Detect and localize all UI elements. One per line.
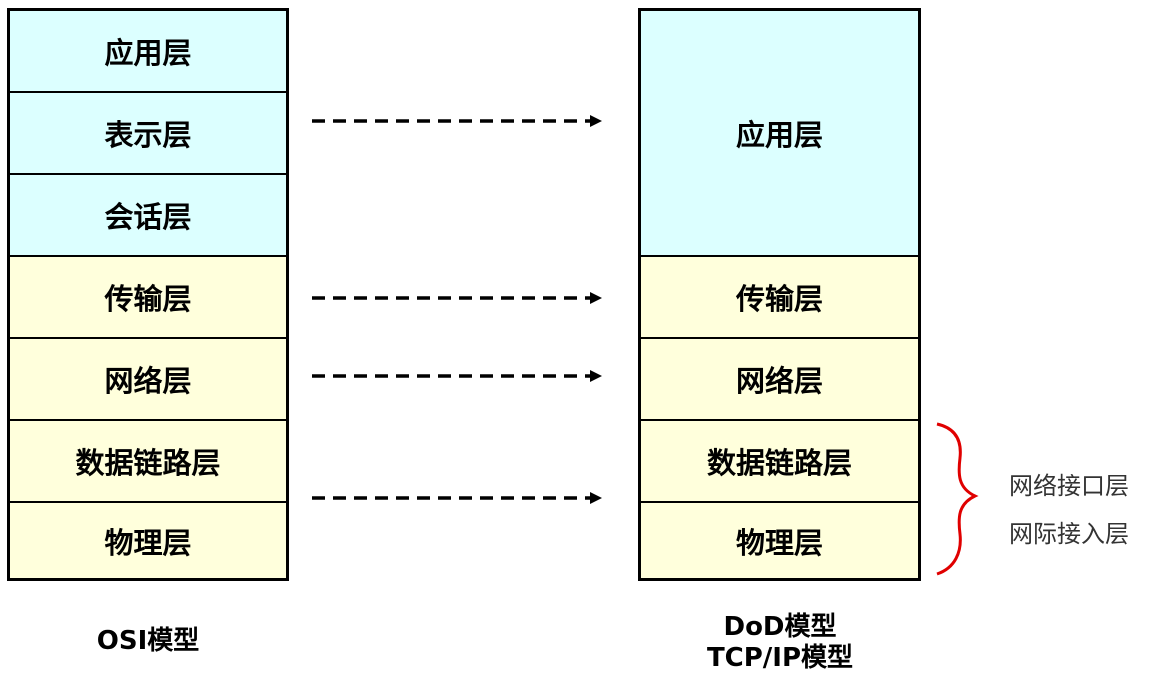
dod-layer-application: 应用层	[641, 11, 918, 255]
dod-caption-line1: DoD模型	[723, 612, 837, 642]
osi-layer-application: 应用层	[10, 11, 286, 91]
osi-model-caption: OSI模型	[96, 626, 200, 656]
dod-layer-transport: 传输层	[641, 255, 918, 337]
dod-caption-line2: TCP/IP模型	[706, 643, 854, 673]
osi-model-stack: 应用层 表示层 会话层 传输层 网络层 数据链路层 物理层	[7, 8, 289, 581]
osi-layer-presentation: 表示层	[10, 91, 286, 173]
osi-layer-session: 会话层	[10, 173, 286, 255]
osi-layer-physical: 物理层	[10, 501, 286, 578]
dod-model-stack: 应用层 传输层 网络层 数据链路层 物理层	[638, 8, 921, 581]
dod-layer-network: 网络层	[641, 337, 918, 419]
osi-layer-transport: 传输层	[10, 255, 286, 337]
dod-model-caption: DoD模型 TCP/IP模型	[680, 612, 880, 674]
bracket-label-network-interface: 网络接口层	[1009, 472, 1129, 500]
osi-layer-network: 网络层	[10, 337, 286, 419]
dod-layer-physical: 物理层	[641, 501, 918, 578]
curly-brace-bracket	[936, 422, 979, 576]
bracket-label-internet-access: 网际接入层	[1009, 520, 1129, 548]
dod-layer-data-link: 数据链路层	[641, 419, 918, 501]
osi-layer-data-link: 数据链路层	[10, 419, 286, 501]
